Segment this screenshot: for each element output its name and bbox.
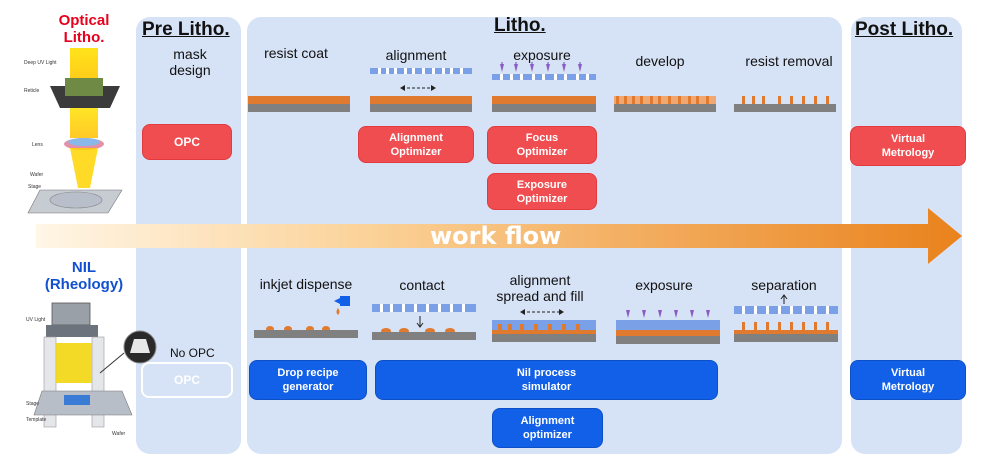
nil-process-simulator-button[interactable]: Nil process simulator	[375, 360, 718, 400]
nil-opc-button[interactable]: OPC	[141, 362, 233, 398]
template-label: Template	[26, 417, 47, 423]
pre-litho-title: Pre Litho.	[142, 19, 230, 40]
nil-step-alignment-spread-fill: alignment spread and fill	[496, 272, 584, 304]
nil-step-contact: contact	[399, 277, 445, 293]
nil-wafer-label: Wafer	[112, 431, 125, 437]
drop-recipe-generator-button[interactable]: Drop recipe generator	[249, 360, 367, 400]
nil-rheology-label: NIL (Rheology)	[44, 259, 124, 293]
no-opc-label: No OPC	[170, 346, 215, 360]
inkjet-dispense-diagram	[254, 296, 358, 338]
optical-litho-illustration: Deep UV Light Reticle Lens Stage Wafer	[24, 48, 123, 214]
focus-optimizer-button[interactable]: Focus Optimizer	[487, 126, 597, 164]
step-resist-removal: resist removal	[745, 53, 833, 69]
post-litho-title: Post Litho.	[855, 19, 954, 40]
stage-label: Stage	[28, 184, 41, 190]
nil-alignment-optimizer-button[interactable]: Alignment optimizer	[492, 408, 603, 448]
nil-exposure-diagram	[616, 310, 720, 344]
resist-coat-diagram	[248, 96, 350, 112]
optical-litho-label: Optical Litho.	[58, 12, 110, 46]
step-alignment: alignment	[385, 47, 447, 63]
step-resist-coat: resist coat	[264, 45, 328, 61]
nil-tool-illustration: UV Light Stage Template Wafer	[26, 302, 157, 437]
nil-step-inkjet-dispense: inkjet dispense	[259, 276, 353, 292]
nil-step-separation: separation	[751, 277, 817, 293]
workflow-arrow	[36, 208, 962, 264]
wafer-label: Wafer	[30, 172, 43, 178]
nil-stage-label: Stage	[26, 401, 39, 407]
step-develop: develop	[635, 53, 685, 69]
reticle-label: Reticle	[24, 88, 40, 94]
step-exposure: exposure	[513, 47, 571, 63]
develop-diagram	[614, 96, 716, 112]
step-mask-design: mask design	[169, 46, 211, 78]
contact-diagram	[372, 304, 476, 340]
opc-button[interactable]: OPC	[142, 124, 232, 160]
spread-and-fill-diagram	[492, 309, 596, 342]
litho-title: Litho.	[494, 15, 546, 36]
alignment-optimizer-button[interactable]: Alignment Optimizer	[358, 126, 474, 163]
nil-step-exposure: exposure	[635, 277, 693, 293]
alignment-diagram	[370, 68, 472, 112]
resist-removal-diagram	[734, 96, 836, 112]
nil-virtual-metrology-button[interactable]: Virtual Metrology	[850, 360, 966, 400]
lens-label: Lens	[32, 142, 43, 148]
optical-virtual-metrology-button[interactable]: Virtual Metrology	[850, 126, 966, 166]
separation-diagram	[734, 294, 838, 342]
uv-light-label: UV Light	[26, 317, 46, 323]
workflow-label: work flow	[430, 222, 562, 250]
exposure-diagram	[492, 62, 596, 112]
deep-uv-light-label: Deep UV Light	[24, 60, 57, 66]
exposure-optimizer-button[interactable]: Exposure Optimizer	[487, 173, 597, 210]
